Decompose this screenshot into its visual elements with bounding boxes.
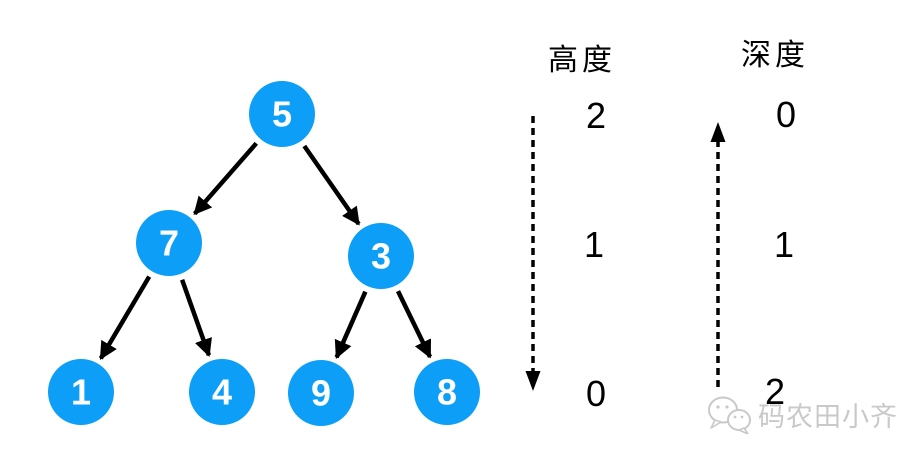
height-value-level0: 2 — [585, 95, 607, 136]
tree-node-8: 8 — [414, 359, 480, 425]
tree-nodes: 5 7 3 1 4 9 8 — [48, 81, 480, 426]
node-label: 8 — [437, 372, 457, 413]
tree-node-3: 3 — [348, 223, 414, 289]
chat-bubbles-icon — [708, 396, 751, 434]
node-label: 9 — [311, 373, 331, 414]
node-label: 4 — [212, 372, 232, 413]
depth-value-level0: 0 — [775, 94, 797, 135]
depth-value-level2: 2 — [764, 371, 786, 412]
tree-node-4: 4 — [189, 359, 255, 425]
watermark-text: 码农田小齐 — [758, 402, 898, 432]
node-label: 1 — [71, 372, 91, 413]
tree-node-5: 5 — [249, 81, 315, 147]
tree-edge-7-1 — [98, 275, 152, 360]
depth-column-title: 深度 — [741, 39, 809, 72]
node-circle — [348, 223, 414, 289]
tree-edge-5-7 — [193, 141, 258, 216]
node-label: 5 — [272, 94, 292, 135]
node-circle — [136, 210, 202, 276]
node-circle — [249, 81, 315, 147]
height-value-level1: 1 — [583, 224, 605, 265]
tree-node-9: 9 — [288, 360, 354, 426]
watermark: 码农田小齐 — [704, 395, 898, 434]
tree-edge-7-4 — [179, 278, 212, 357]
tree-node-7: 7 — [136, 210, 202, 276]
depth-arrow-up-icon — [710, 122, 726, 387]
height-arrow-down-icon — [525, 116, 541, 391]
node-circle — [189, 359, 255, 425]
height-value-level2: 0 — [585, 373, 607, 414]
tree-node-1: 1 — [48, 359, 114, 425]
tree-edge-3-9 — [334, 290, 368, 359]
tree-edge-5-3 — [302, 144, 361, 226]
node-circle — [414, 359, 480, 425]
tree-edge-3-8 — [395, 290, 433, 359]
depth-value-level1: 1 — [773, 224, 795, 265]
node-label: 3 — [371, 236, 391, 277]
node-circle — [288, 360, 354, 426]
tree-edges — [98, 141, 433, 360]
node-circle — [48, 359, 114, 425]
node-label: 7 — [159, 223, 179, 264]
height-column-title: 高度 — [548, 44, 616, 77]
